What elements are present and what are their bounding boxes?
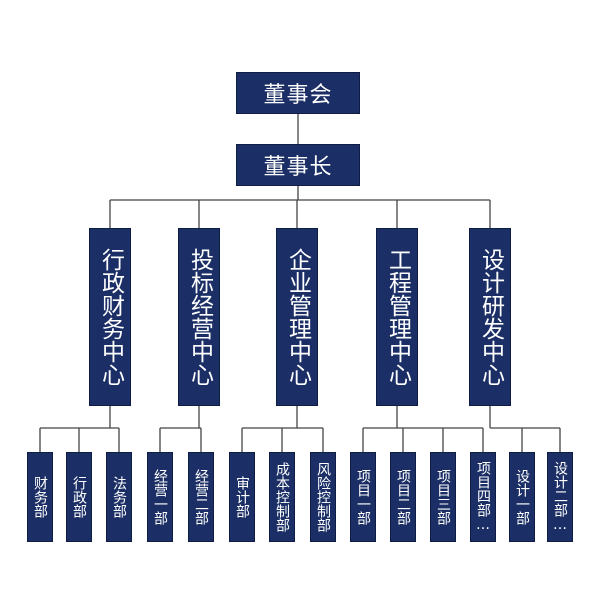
center-box-bidding: 投标经营中心 [178,228,220,406]
center-box-engineering: 工程管理中心 [376,228,418,406]
dept-box-project-1: 项目一部 [350,452,376,542]
dept-label: 设计一部 [514,469,530,525]
dept-label: 项目三部 [435,469,451,525]
center-label: 企业管理中心 [284,248,311,386]
dept-box-cost-control: 成本控制部 [269,452,295,542]
dept-box-design-1: 设计一部 [509,452,535,542]
dept-box-risk-control: 风险控制部 [310,452,336,542]
center-label: 设计研发中心 [477,248,504,386]
dept-box-project-3: 项目三部 [430,452,456,542]
dept-label: 项目二部 [395,469,411,525]
dept-box-audit: 审计部 [229,452,255,542]
center-box-design-rd: 设计研发中心 [469,228,511,406]
center-box-enterprise-management: 企业管理中心 [276,228,318,406]
dept-label: 设计二部… [552,461,568,533]
dept-label: 项目一部 [355,469,371,525]
dept-label: 法务部 [111,476,127,518]
dept-box-finance: 财务部 [27,452,53,542]
dept-label: 经营一部 [152,469,168,525]
dept-label: 风险控制部 [315,462,331,532]
dept-label: 成本控制部 [274,462,290,532]
dept-box-operation-2: 经营二部 [188,452,214,542]
center-label: 投标经营中心 [186,248,213,386]
center-label: 工程管理中心 [384,248,411,386]
dept-label: 审计部 [234,476,250,518]
dept-label: 财务部 [32,476,48,518]
dept-label: 行政部 [71,476,87,518]
board-box: 董事会 [236,72,360,114]
chairman-label: 董事长 [263,155,333,180]
center-box-admin-finance: 行政财务中心 [89,228,131,406]
dept-box-legal: 法务部 [106,452,132,542]
board-label: 董事会 [263,83,333,108]
dept-label: 项目四部… [475,461,491,533]
dept-box-operation-1: 经营一部 [147,452,173,542]
center-label: 行政财务中心 [97,248,124,386]
dept-box-admin: 行政部 [66,452,92,542]
dept-label: 经营二部 [193,469,209,525]
dept-box-design-2: 设计二部… [547,452,573,542]
dept-box-project-4: 项目四部… [470,452,496,542]
dept-box-project-2: 项目二部 [390,452,416,542]
chairman-box: 董事长 [236,144,360,186]
